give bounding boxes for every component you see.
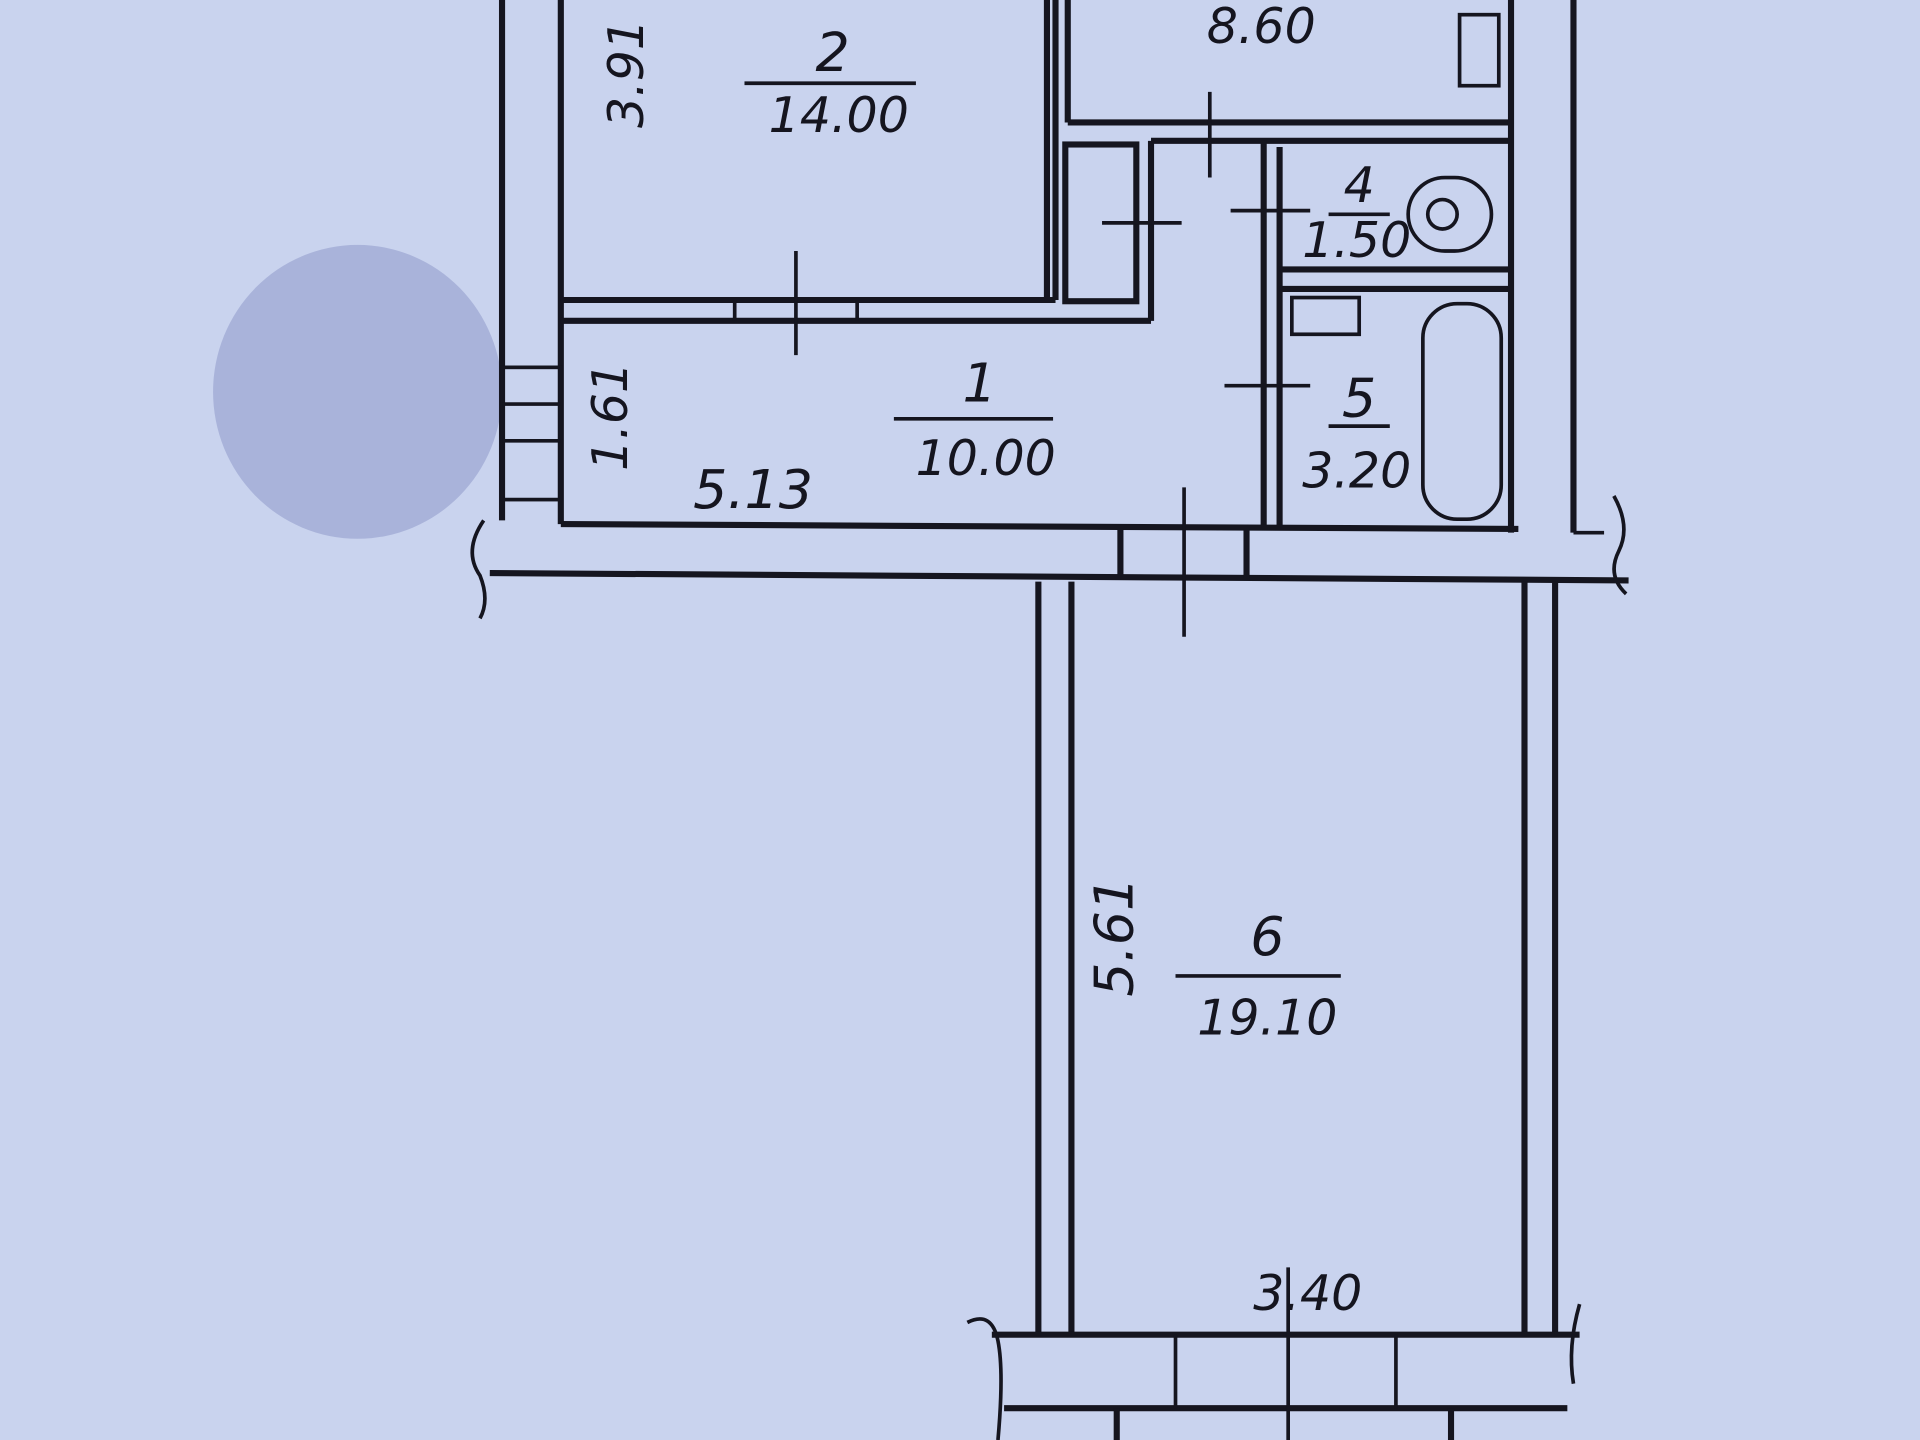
room-5-area: 3.20 (1302, 442, 1411, 499)
room-2-number: 2 (816, 21, 850, 84)
room-1-area: 10.00 (916, 430, 1056, 487)
room-6-number: 6 (1250, 905, 1284, 968)
walls (470, 0, 1629, 1440)
room-2-dimension: 3.91 (598, 19, 655, 128)
room-1-length: 5.13 (693, 458, 813, 521)
room-2-area: 14.00 (769, 87, 909, 144)
room-4-number: 4 (1344, 157, 1375, 214)
room-1-dimension: 1.61 (582, 362, 639, 471)
room-4-area: 1.50 (1302, 212, 1411, 269)
room-6-width: 3.40 (1253, 1265, 1362, 1322)
redaction-circle (213, 244, 503, 539)
room-6-dimension: 5.61 (1083, 877, 1146, 997)
room-6-area: 19.10 (1197, 990, 1337, 1047)
room-3-area: 8.60 (1207, 0, 1316, 55)
room-5-number: 5 (1342, 366, 1376, 429)
room-1-number: 1 (962, 352, 996, 415)
